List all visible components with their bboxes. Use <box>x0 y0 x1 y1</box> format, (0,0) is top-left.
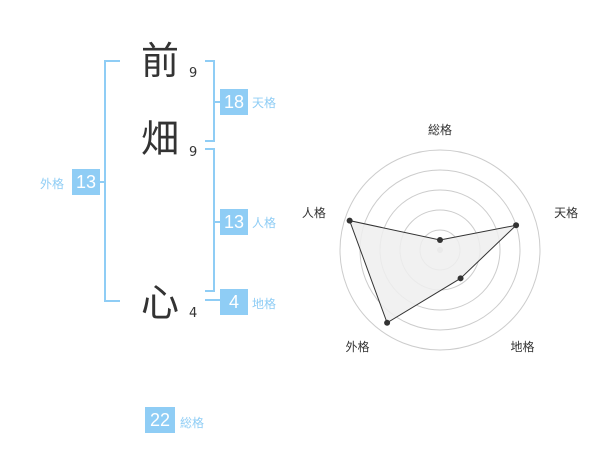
gaikaku-label: 外格 <box>40 177 65 191</box>
radar-axis-label: 地格 <box>511 339 535 354</box>
jinkaku-bracket <box>205 148 215 292</box>
radar-grid-ring <box>339 149 541 351</box>
tenkaku-bracket-tick <box>215 101 221 103</box>
name-char-1: 前 <box>141 39 180 83</box>
radar-data-point <box>437 237 443 243</box>
chikaku-value: 4 <box>220 289 248 315</box>
name-char-3: 心 <box>141 281 180 325</box>
radar-data-point <box>384 319 391 326</box>
gaikaku-bracket <box>104 60 120 302</box>
tenkaku-value: 18 <box>220 89 248 115</box>
radar-data-point <box>457 275 464 282</box>
gaikaku-value: 13 <box>72 169 100 195</box>
radar-data-point <box>346 217 353 224</box>
radar-axis-label: 人格 <box>302 205 326 220</box>
radar-data-point <box>513 222 520 229</box>
radar-series-area <box>348 219 518 324</box>
stroke-count-1: 9 <box>189 66 198 81</box>
jinkaku-label: 人格 <box>252 216 277 230</box>
chikaku-label: 地格 <box>252 297 277 311</box>
tenkaku-bracket <box>205 60 215 142</box>
radar-axis-label: 天格 <box>554 205 578 220</box>
stroke-count-3: 4 <box>189 306 198 321</box>
soukaku-value: 22 <box>145 407 175 433</box>
radar-axis-label: 総格 <box>428 122 452 137</box>
gaikaku-bracket-tick <box>98 181 105 183</box>
jinkaku-bracket-tick <box>215 221 221 223</box>
name-char-2: 畑 <box>141 117 180 161</box>
stroke-count-2: 9 <box>189 145 198 160</box>
soukaku-label: 総格 <box>180 416 205 430</box>
tenkaku-label: 天格 <box>252 96 277 110</box>
radar-axis-label: 外格 <box>345 339 369 354</box>
chikaku-connector <box>205 299 221 301</box>
jinkaku-value: 13 <box>220 209 248 235</box>
